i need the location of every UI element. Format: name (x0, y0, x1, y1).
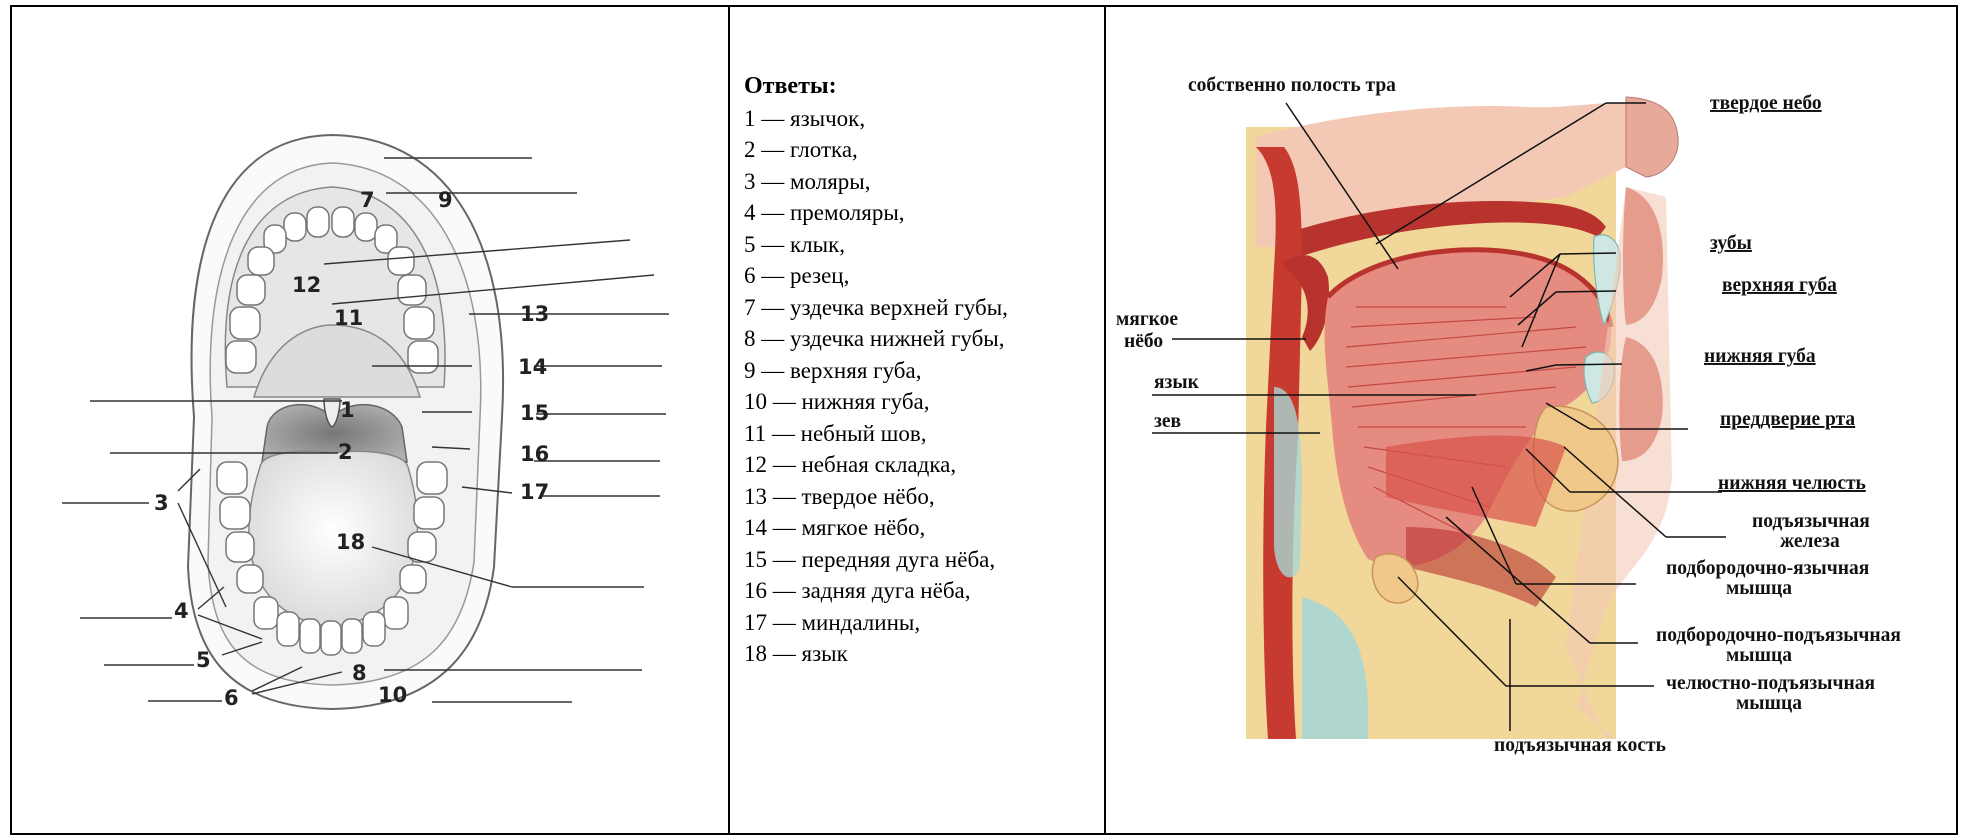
number-10: 10 (378, 683, 407, 707)
label-oral-cavity: собственно полость тра (1188, 75, 1396, 96)
answer-item: 7 — уздечка верхней губы, (744, 292, 1008, 324)
label-sublingual-gland-1: подъязычная (1752, 511, 1870, 532)
answers-column: Ответы: 1 — язычок, 2 — глотка, 3 — моля… (730, 7, 1104, 833)
label-soft-palate-1: мягкое (1116, 309, 1178, 330)
answer-item: 9 — верхняя губа, (744, 355, 1008, 387)
answer-item: 4 — премоляры, (744, 197, 1008, 229)
answer-item: 6 — резец, (744, 260, 1008, 292)
label-geniohyoid-2: мышца (1726, 645, 1792, 666)
number-17: 17 (520, 480, 549, 504)
label-mylohyoid-2: мышца (1736, 693, 1802, 714)
number-11: 11 (334, 306, 363, 330)
answer-item: 12 — небная складка, (744, 449, 1008, 481)
answer-item: 14 — мягкое нёбо, (744, 512, 1008, 544)
answer-item: 17 — миндалины, (744, 607, 1008, 639)
label-mandible: нижняя челюсть (1718, 473, 1866, 494)
label-vestibule: преддверие рта (1720, 409, 1855, 430)
mouth-front-illustration: 7 9 12 11 13 14 1 15 2 16 17 3 18 4 5 6 … (12, 7, 728, 833)
label-mylohyoid-1: челюстно-подъязычная (1666, 673, 1875, 694)
number-7: 7 (360, 188, 375, 212)
answers-heading: Ответы: (744, 71, 1008, 103)
number-1: 1 (340, 398, 355, 422)
answer-item: 5 — клык, (744, 229, 1008, 261)
number-18: 18 (336, 530, 365, 554)
label-genioglossus-1: подбородочно-язычная (1666, 558, 1870, 579)
label-sublingual-gland-2: железа (1780, 531, 1840, 552)
sagittal-section-illustration: собственно полость тра твердое небо зубы… (1106, 7, 1956, 833)
number-3: 3 (154, 491, 169, 515)
answer-item: 11 — небный шов, (744, 418, 1008, 450)
answer-item: 2 — глотка, (744, 134, 1008, 166)
answer-item: 13 — твердое нёбо, (744, 481, 1008, 513)
sagittal-section-diagram: собственно полость тра твердое небо зубы… (1106, 7, 1956, 833)
mouth-front-diagram: 7 9 12 11 13 14 1 15 2 16 17 3 18 4 5 6 … (12, 7, 728, 833)
answer-item: 8 — уздечка нижней губы, (744, 323, 1008, 355)
number-12: 12 (292, 273, 321, 297)
number-15: 15 (520, 401, 549, 425)
answer-item: 1 — язычок, (744, 103, 1008, 135)
number-14: 14 (518, 355, 547, 379)
label-fauces: зев (1154, 411, 1181, 432)
label-hyoid-bone: подъязычная кость (1494, 735, 1666, 756)
label-geniohyoid-1: подбородочно-подъязычная (1656, 625, 1901, 646)
label-lower-lip: нижняя губа (1704, 346, 1816, 367)
label-upper-lip: верхняя губа (1722, 275, 1837, 296)
number-16: 16 (520, 442, 549, 466)
answer-item: 15 — передняя дуга нёба, (744, 544, 1008, 576)
number-8: 8 (352, 661, 367, 685)
nose-skin (1626, 97, 1678, 177)
number-5: 5 (196, 648, 211, 672)
number-13: 13 (520, 302, 549, 326)
answers-list: Ответы: 1 — язычок, 2 — глотка, 3 — моля… (744, 71, 1008, 670)
answer-item: 16 — задняя дуга нёба, (744, 575, 1008, 607)
number-4: 4 (174, 599, 189, 623)
answer-item: 18 — язык (744, 638, 1008, 670)
label-soft-palate-2: нёбо (1124, 331, 1163, 352)
answer-item: 10 — нижняя губа, (744, 386, 1008, 418)
label-tongue: язык (1154, 372, 1200, 393)
label-genioglossus-2: мышца (1726, 578, 1792, 599)
number-6: 6 (224, 686, 239, 710)
number-9: 9 (438, 188, 453, 212)
answer-item: 3 — моляры, (744, 166, 1008, 198)
label-teeth: зубы (1710, 233, 1752, 254)
label-hard-palate: твердое небо (1710, 93, 1822, 114)
number-2: 2 (338, 440, 353, 464)
